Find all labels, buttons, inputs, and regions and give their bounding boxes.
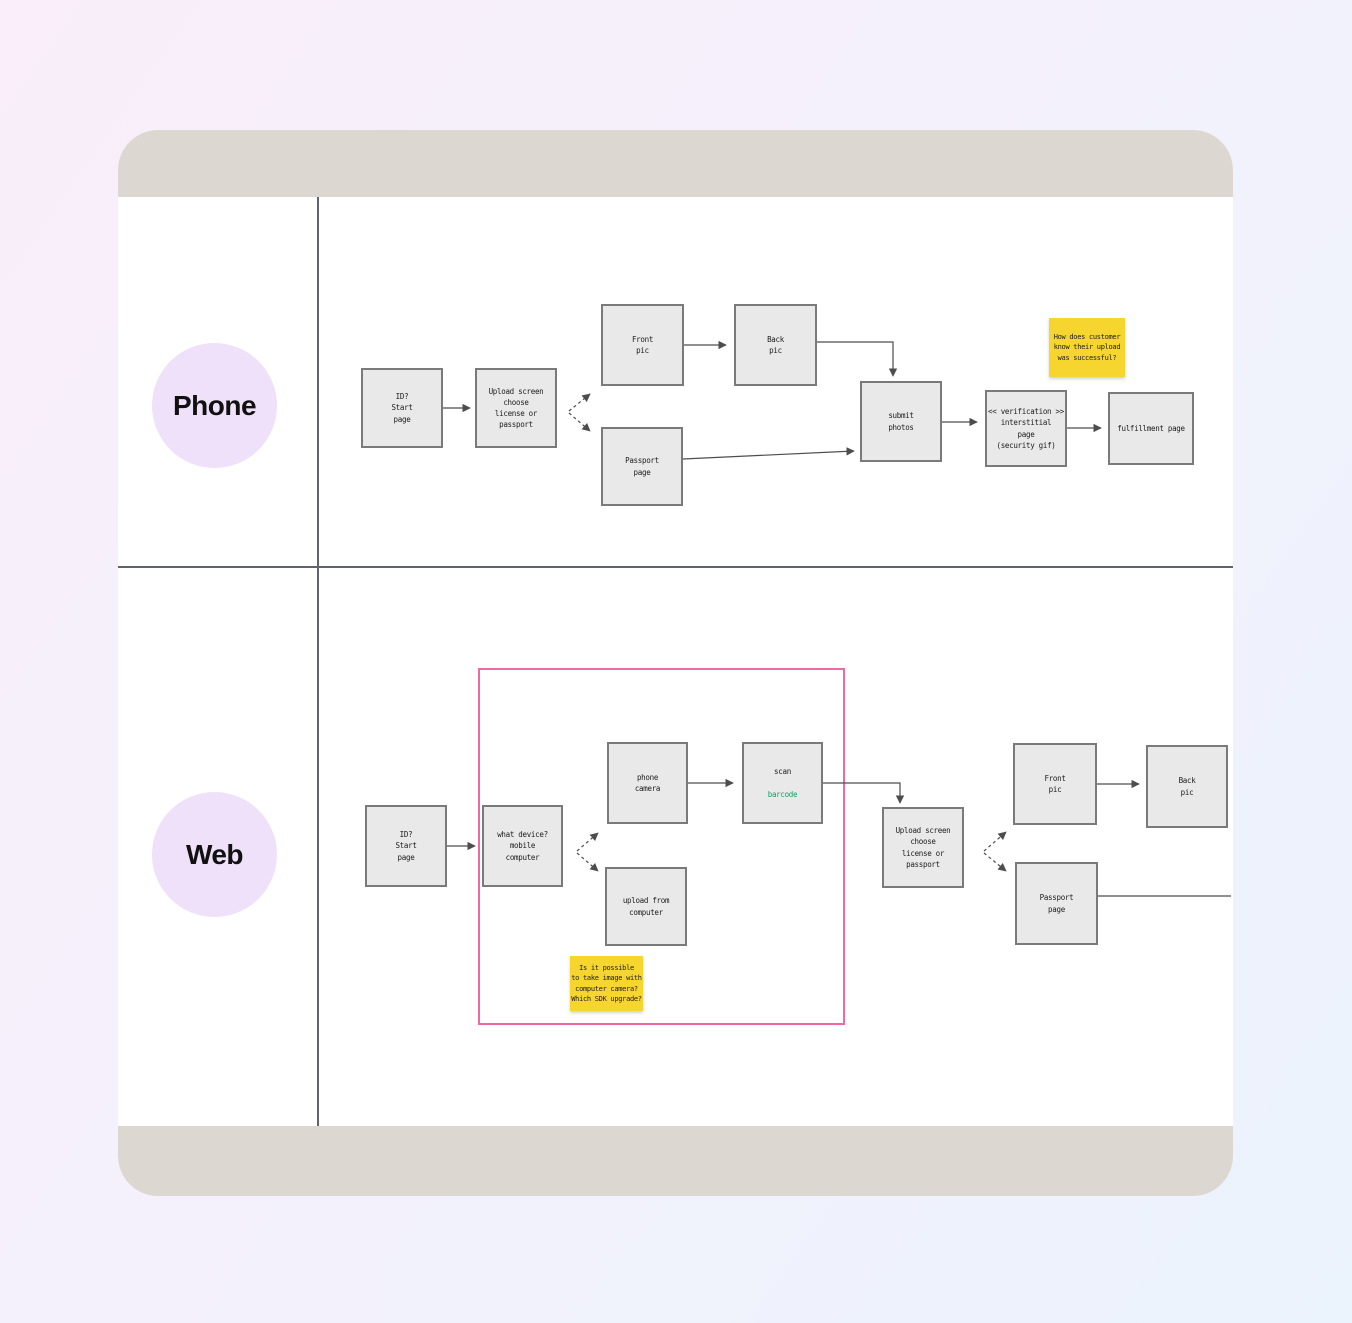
- whiteboard-card: Phone Web ID? Start page Upload screen c…: [118, 130, 1233, 1196]
- sticky-note-web-computer-camera[interactable]: Is it possible to take image with comput…: [570, 956, 643, 1011]
- sticky-note-phone-upload-success[interactable]: How does customer know their upload was …: [1049, 318, 1125, 377]
- node-phone-upload-screen[interactable]: Upload screen choose license or passport: [475, 368, 557, 448]
- node-web-back-pic[interactable]: Back pic: [1146, 745, 1228, 828]
- lane-badge-web[interactable]: Web: [152, 792, 277, 917]
- lane-badge-phone[interactable]: Phone: [152, 343, 277, 468]
- node-phone-back-pic[interactable]: Back pic: [734, 304, 817, 386]
- node-phone-id-start-page[interactable]: ID? Start page: [361, 368, 443, 448]
- node-phone-submit-photos[interactable]: submit photos: [860, 381, 942, 462]
- column-divider-vertical: [317, 197, 319, 1126]
- node-phone-verification-interstitial[interactable]: << verification >> interstitial page (se…: [985, 390, 1067, 467]
- board-header-bar: [118, 130, 1233, 197]
- lane-label-phone: Phone: [172, 389, 257, 421]
- node-phone-passport-page[interactable]: Passport page: [601, 427, 683, 506]
- node-web-scan-barcode[interactable]: scan barcode: [742, 742, 823, 824]
- node-web-upload-from-computer[interactable]: upload from computer: [605, 867, 687, 946]
- node-phone-front-pic[interactable]: Front pic: [601, 304, 684, 386]
- node-web-upload-screen[interactable]: Upload screen choose license or passport: [882, 807, 964, 888]
- node-phone-fulfillment-page[interactable]: fulfillment page: [1108, 392, 1194, 465]
- board-canvas[interactable]: Phone Web ID? Start page Upload screen c…: [118, 197, 1233, 1126]
- node-web-front-pic[interactable]: Front pic: [1013, 743, 1097, 825]
- scan-label: scan: [774, 767, 791, 777]
- node-web-phone-camera[interactable]: phone camera: [607, 742, 688, 824]
- lane-divider-horizontal: [118, 566, 1233, 568]
- node-web-id-start-page[interactable]: ID? Start page: [365, 805, 447, 887]
- node-web-passport-page[interactable]: Passport page: [1015, 862, 1098, 945]
- group-frame-web-device-choice[interactable]: [478, 668, 845, 1025]
- lane-label-web: Web: [185, 838, 244, 870]
- node-web-what-device[interactable]: what device? mobile computer: [482, 805, 563, 887]
- board-footer-bar: [118, 1126, 1233, 1196]
- barcode-link-label[interactable]: barcode: [767, 789, 798, 799]
